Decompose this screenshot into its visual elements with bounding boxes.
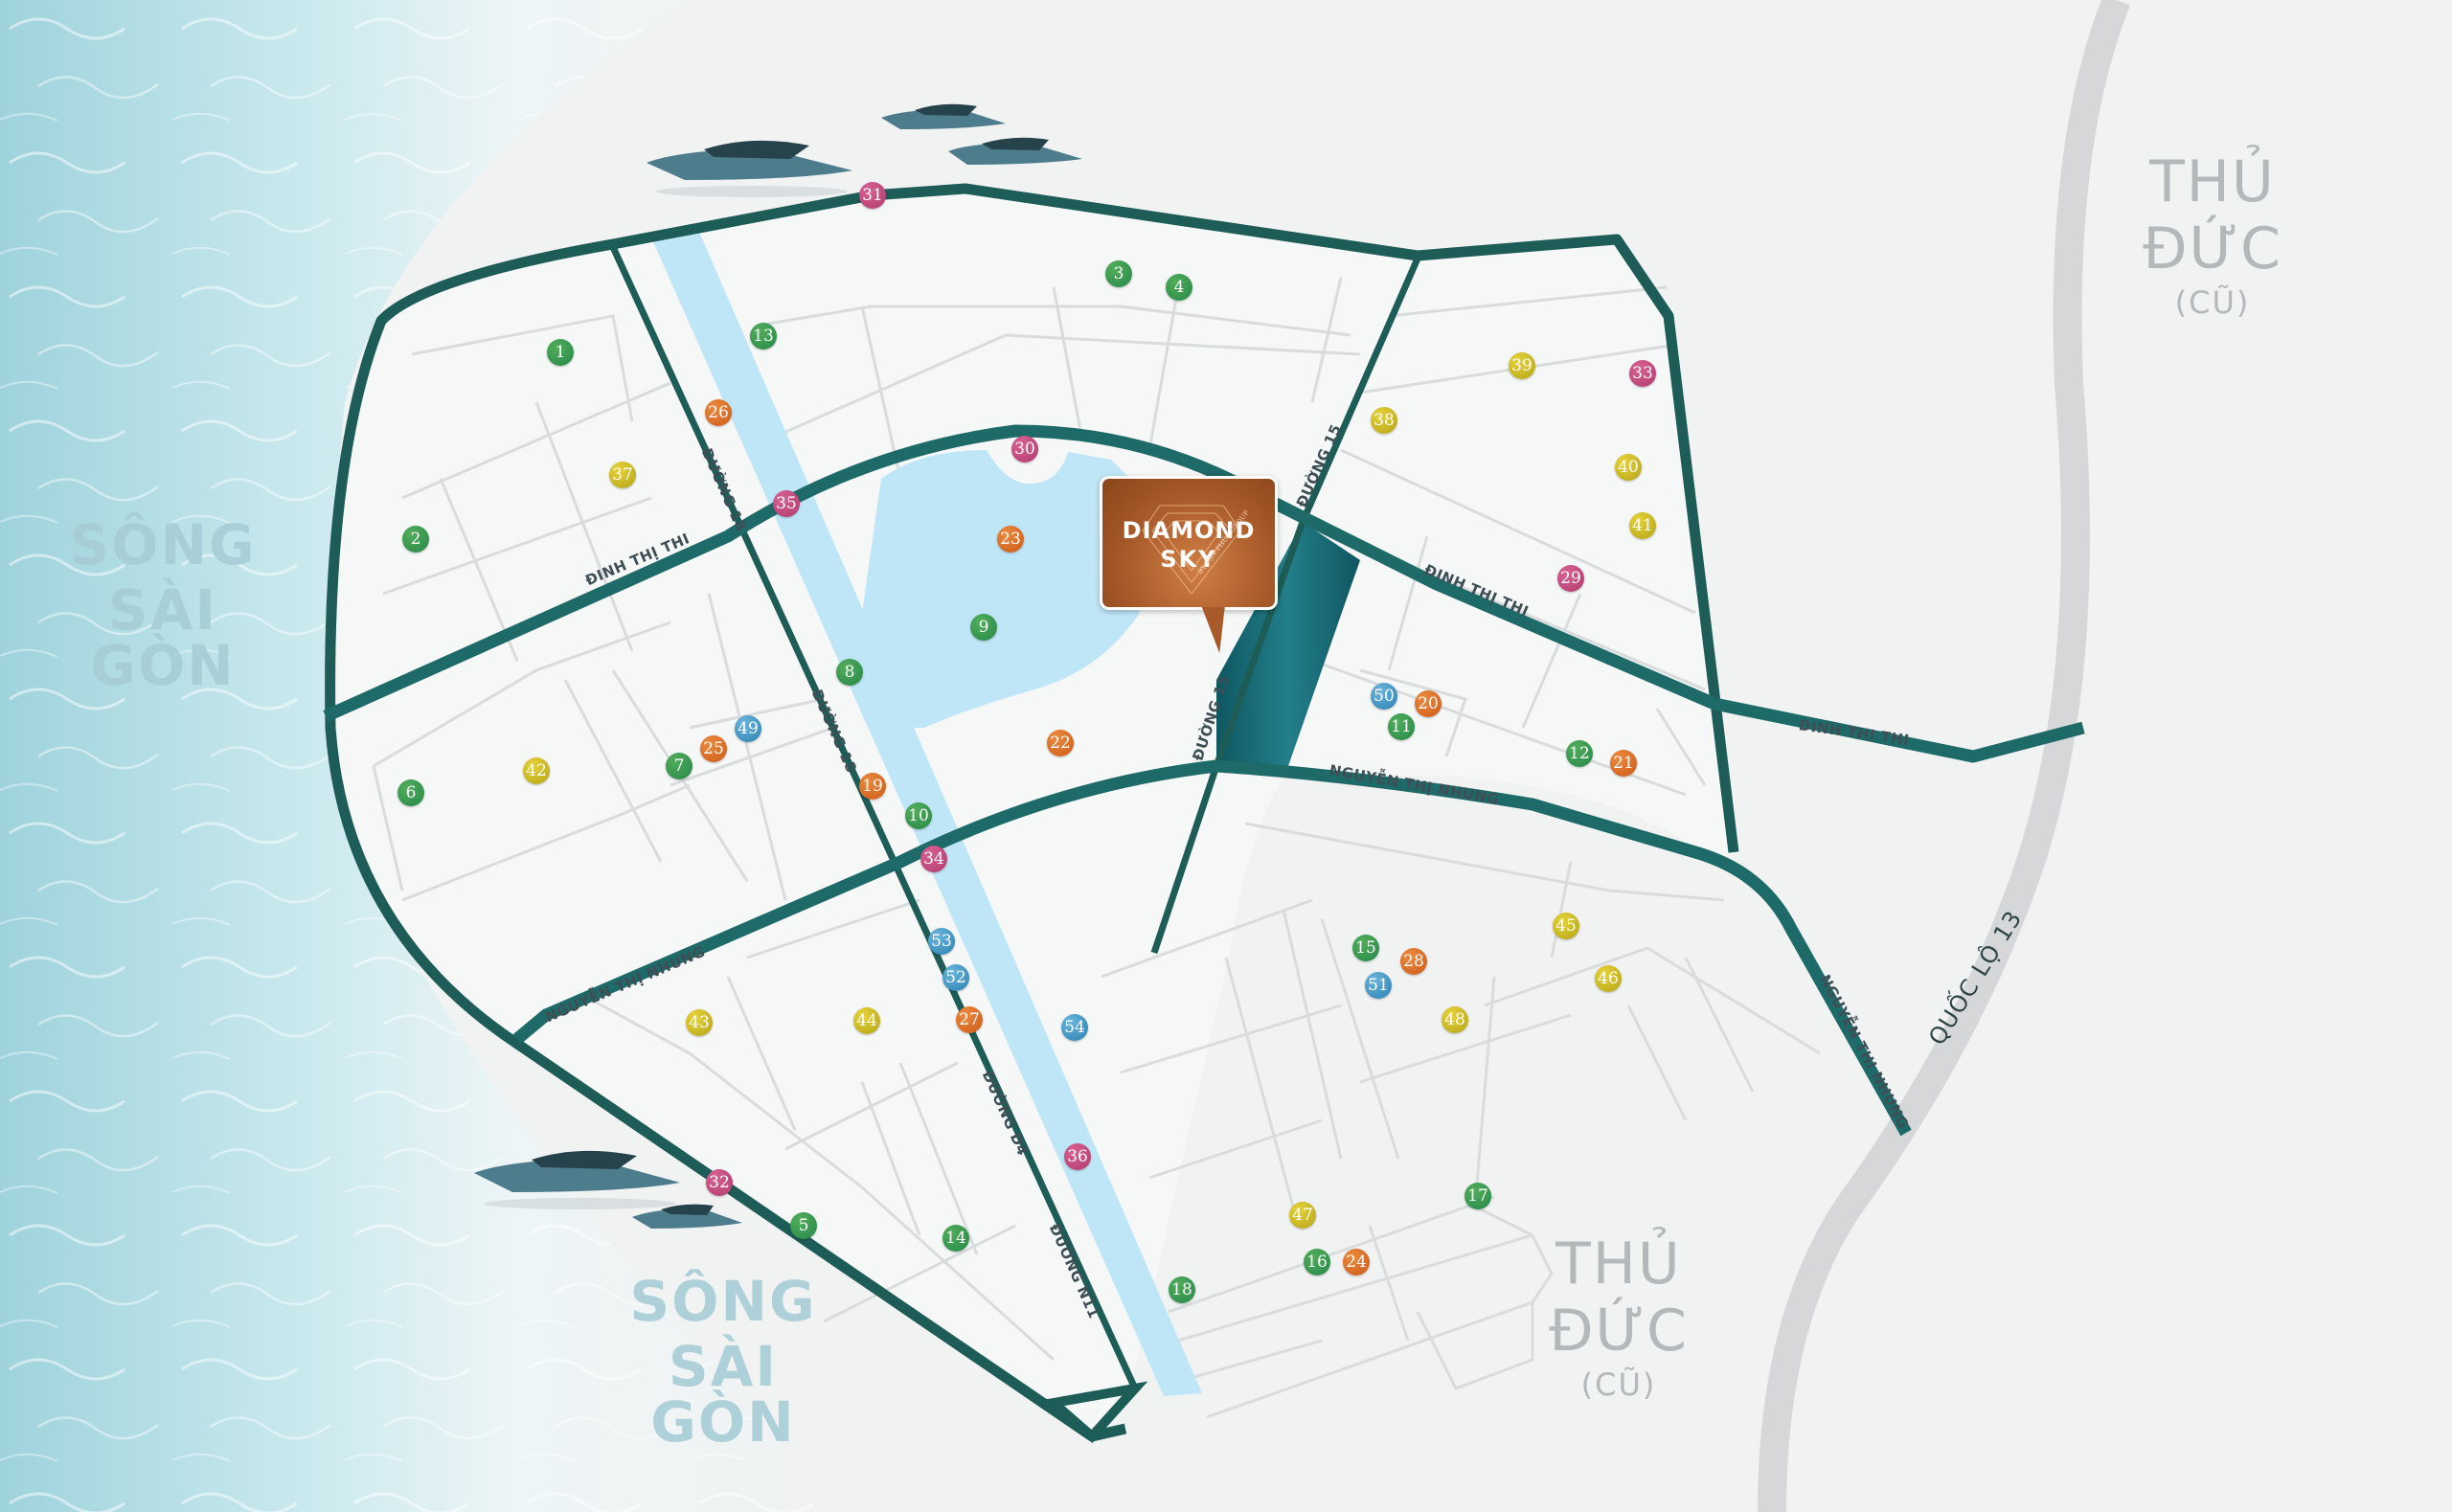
poi-marker-14[interactable]: 14	[942, 1225, 969, 1252]
duong-18-road	[609, 245, 1139, 1390]
poi-marker-7[interactable]: 7	[666, 753, 692, 779]
river-label-bottom: SÔNG SÀI GÒN	[629, 1269, 817, 1455]
poi-marker-44[interactable]: 44	[853, 1007, 880, 1034]
duong-15-road	[1150, 257, 1421, 955]
minor-road-grid	[372, 277, 1821, 1419]
poi-marker-40[interactable]: 40	[1615, 454, 1642, 481]
poi-marker-32[interactable]: 32	[706, 1169, 733, 1196]
poi-marker-36[interactable]: 36	[1064, 1143, 1091, 1170]
poi-marker-13[interactable]: 13	[750, 323, 777, 350]
poi-marker-11[interactable]: 11	[1388, 713, 1415, 740]
poi-marker-42[interactable]: 42	[523, 757, 550, 784]
poi-marker-10[interactable]: 10	[905, 802, 932, 829]
yacht-icons	[474, 103, 1082, 1229]
yacht-icon	[632, 1204, 742, 1229]
project-name-line2: SKY	[1160, 546, 1217, 573]
poi-marker-53[interactable]: 53	[928, 928, 955, 955]
poi-marker-27[interactable]: 27	[956, 1006, 983, 1033]
river-label-left: SÔNG SÀI GÒN	[69, 512, 257, 698]
poi-marker-48[interactable]: 48	[1442, 1006, 1468, 1033]
poi-marker-28[interactable]: 28	[1400, 948, 1427, 975]
poi-marker-41[interactable]: 41	[1629, 512, 1656, 539]
poi-marker-30[interactable]: 30	[1011, 436, 1038, 463]
project-site-band	[1216, 522, 1360, 766]
poi-marker-35[interactable]: 35	[773, 490, 800, 517]
yacht-icon	[647, 140, 852, 197]
poi-marker-17[interactable]: 17	[1464, 1183, 1491, 1209]
poi-marker-21[interactable]: 21	[1610, 750, 1637, 777]
quoc-lo-13-road	[1758, 0, 2130, 1512]
poi-marker-8[interactable]: 8	[836, 659, 863, 686]
poi-marker-34[interactable]: 34	[920, 846, 947, 872]
district-label-topright: THỦ ĐỨC (CŨ)	[2143, 148, 2282, 321]
lake	[862, 450, 1140, 728]
poi-marker-29[interactable]: 29	[1557, 565, 1584, 592]
poi-marker-23[interactable]: 23	[997, 526, 1024, 553]
poi-marker-31[interactable]: 31	[859, 182, 886, 209]
poi-marker-22[interactable]: 22	[1047, 730, 1074, 756]
poi-marker-18[interactable]: 18	[1169, 1276, 1195, 1303]
poi-marker-37[interactable]: 37	[609, 462, 636, 488]
poi-marker-47[interactable]: 47	[1289, 1202, 1316, 1229]
poi-marker-15[interactable]: 15	[1352, 935, 1379, 961]
poi-marker-19[interactable]: 19	[859, 773, 886, 800]
ring-road-bottom-tip	[1042, 1381, 1148, 1444]
poi-marker-1[interactable]: 1	[547, 339, 574, 366]
poi-marker-16[interactable]: 16	[1304, 1249, 1330, 1275]
poi-marker-51[interactable]: 51	[1365, 972, 1392, 999]
ring-road	[325, 183, 1739, 1442]
poi-marker-45[interactable]: 45	[1553, 913, 1579, 939]
poi-marker-46[interactable]: 46	[1595, 965, 1622, 992]
district-label-bottom: THỦ ĐỨC (CŨ)	[1549, 1230, 1689, 1403]
nguyen-thi-nhung-road	[512, 759, 1912, 1137]
poi-marker-9[interactable]: 9	[970, 614, 997, 641]
yacht-icon	[474, 1150, 680, 1209]
poi-marker-12[interactable]: 12	[1566, 740, 1593, 767]
poi-marker-4[interactable]: 4	[1166, 274, 1192, 301]
poi-marker-39[interactable]: 39	[1509, 352, 1535, 379]
poi-marker-43[interactable]: 43	[686, 1009, 713, 1036]
poi-marker-25[interactable]: 25	[700, 735, 727, 762]
poi-marker-52[interactable]: 52	[942, 964, 969, 991]
poi-marker-20[interactable]: 20	[1415, 690, 1442, 717]
poi-marker-49[interactable]: 49	[735, 715, 761, 742]
project-callout-diamond-sky[interactable]: DIAMOND SKY BY VẠN PHÚC GROUP	[1100, 476, 1278, 653]
poi-marker-6[interactable]: 6	[397, 779, 424, 806]
poi-marker-50[interactable]: 50	[1371, 683, 1397, 710]
poi-marker-5[interactable]: 5	[790, 1212, 817, 1239]
poi-marker-33[interactable]: 33	[1629, 360, 1656, 387]
poi-marker-3[interactable]: 3	[1105, 260, 1132, 287]
poi-marker-24[interactable]: 24	[1343, 1249, 1370, 1275]
poi-marker-38[interactable]: 38	[1371, 407, 1397, 434]
poi-marker-2[interactable]: 2	[402, 526, 429, 553]
project-name-line1: DIAMOND	[1122, 517, 1256, 544]
poi-marker-26[interactable]: 26	[705, 399, 732, 426]
poi-marker-54[interactable]: 54	[1061, 1014, 1088, 1041]
yacht-icon	[881, 103, 1006, 129]
yacht-icon	[948, 137, 1082, 165]
diamond-logo-icon	[1142, 505, 1241, 595]
